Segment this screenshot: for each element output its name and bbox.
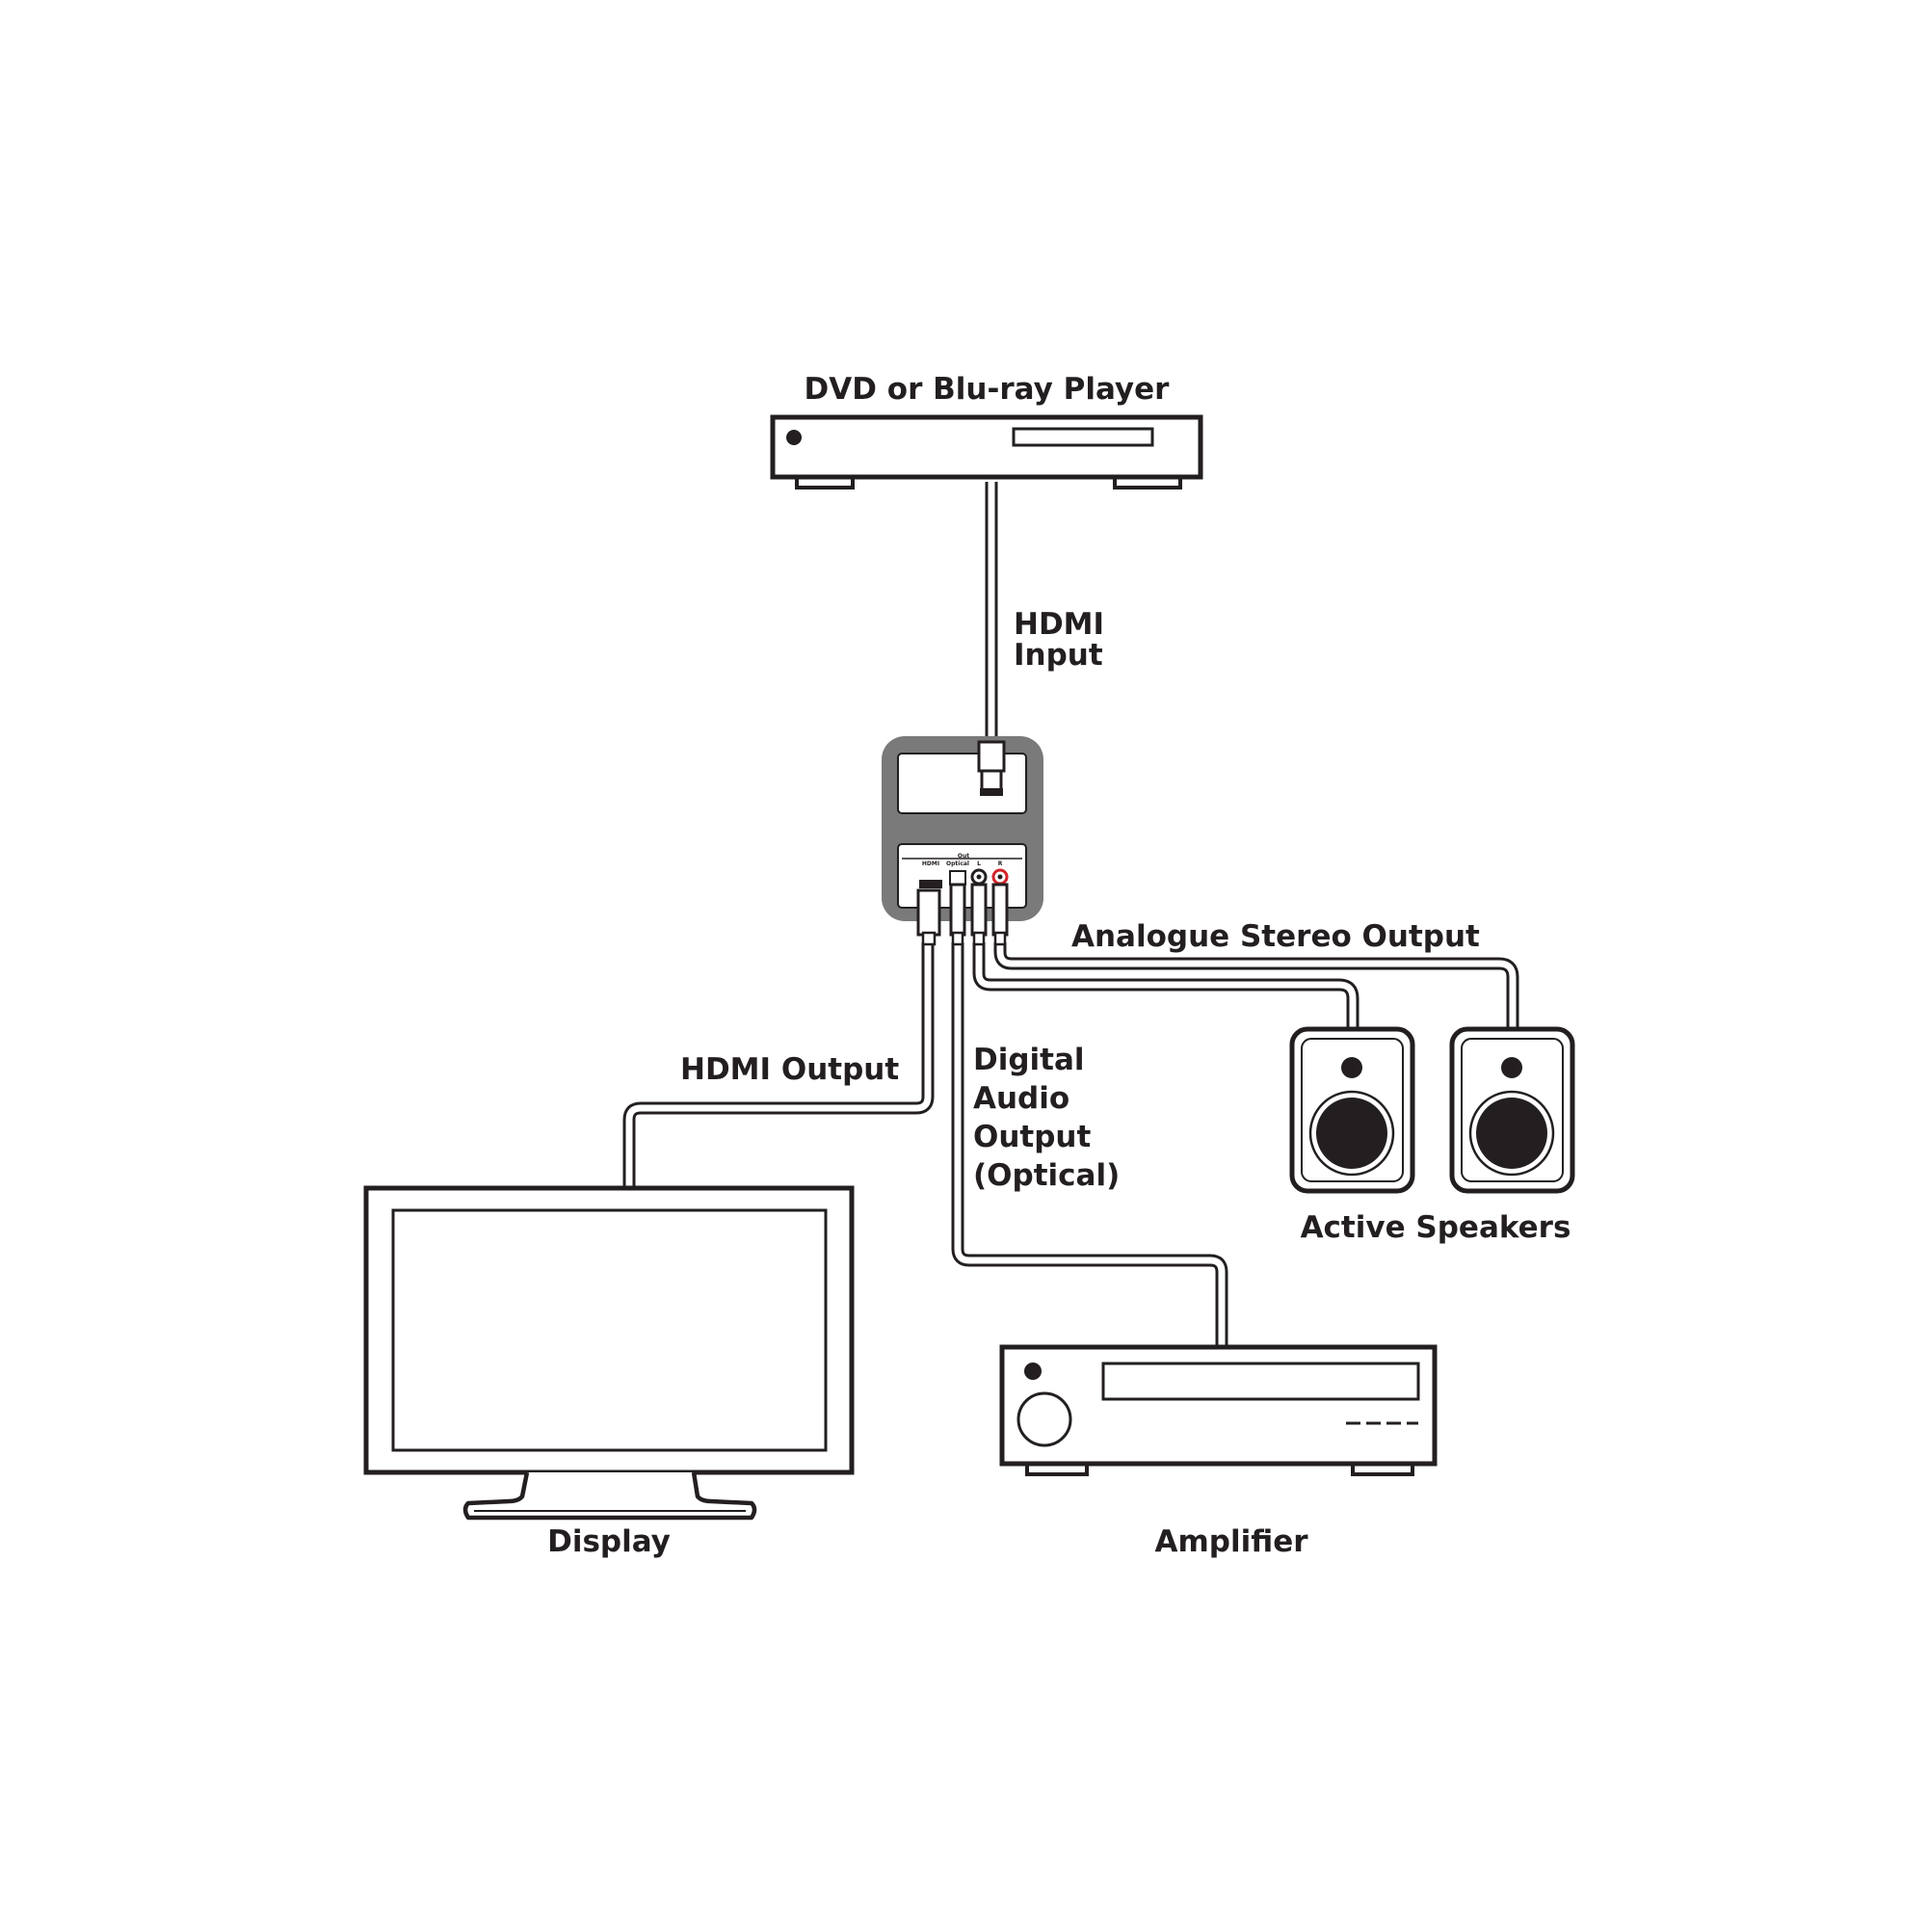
speaker-right-icon	[1449, 1026, 1575, 1194]
speaker-left-icon	[1289, 1026, 1415, 1194]
label-analogue-stereo-output: Analogue Stereo Output	[1071, 919, 1480, 954]
converter-device-icon: Out HDMI Optical L R	[882, 736, 1043, 946]
port-right-label: R	[998, 860, 1003, 867]
label-display: Display	[547, 1524, 671, 1559]
port-optical-label: Optical	[946, 860, 969, 867]
dvd-player-icon	[770, 414, 1203, 490]
display-icon	[363, 1185, 855, 1521]
port-hdmi-label: HDMI	[922, 860, 939, 867]
label-digital-line1: Digital	[973, 1043, 1085, 1077]
label-digital-line4: (Optical)	[973, 1158, 1121, 1193]
label-digital-line2: Audio	[973, 1081, 1070, 1116]
label-hdmi-input-line1: HDMI	[1014, 607, 1105, 642]
label-amplifier: Amplifier	[1154, 1524, 1308, 1559]
cable-analogue-right	[993, 942, 1519, 1029]
port-out-label: Out	[958, 853, 969, 860]
amplifier-icon	[999, 1344, 1438, 1476]
cable-optical-output	[951, 942, 1228, 1347]
label-digital-line3: Output	[973, 1120, 1092, 1154]
cable-hdmi-output	[622, 942, 935, 1187]
label-dvd-blu-ray-player: DVD or Blu-ray Player	[804, 372, 1170, 407]
label-hdmi-input-line2: Input	[1014, 638, 1103, 673]
port-left-label: L	[977, 860, 981, 867]
cable-analogue-left	[972, 942, 1359, 1029]
label-active-speakers: Active Speakers	[1300, 1210, 1571, 1245]
label-hdmi-output: HDMI Output	[680, 1052, 900, 1087]
